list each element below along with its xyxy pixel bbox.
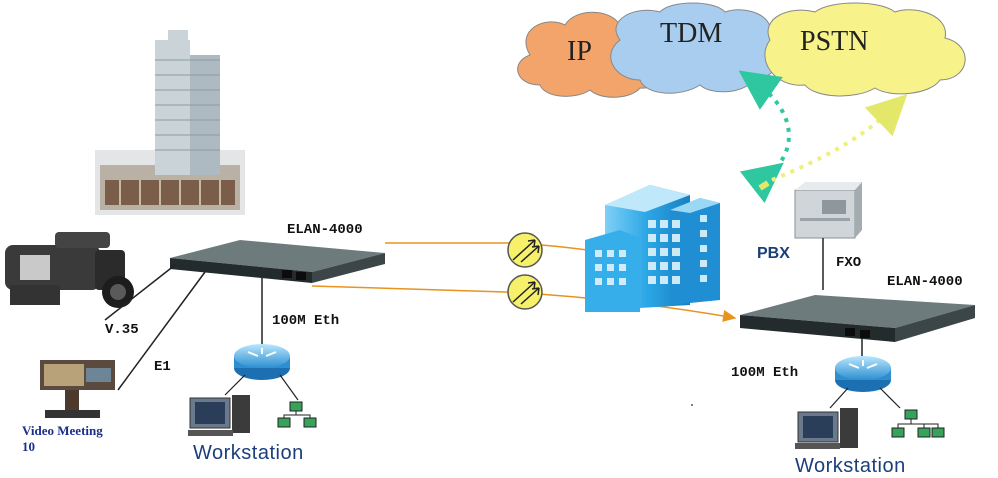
cloud-pstn-label: PSTN bbox=[800, 26, 869, 57]
eth-left-label: 100M Eth bbox=[272, 313, 340, 329]
office-building-icon bbox=[585, 185, 720, 312]
workstation-left-label: Workstation bbox=[193, 442, 304, 464]
elan-4000-right-device-icon bbox=[740, 295, 975, 342]
pbx-device-icon bbox=[794, 182, 862, 239]
pbx-label: PBX bbox=[757, 245, 790, 262]
video-meeting-label: Video Meeting bbox=[22, 423, 103, 438]
v35-link-line bbox=[104, 264, 176, 321]
apartment-building-image bbox=[95, 30, 245, 215]
workstation-right-label: Workstation bbox=[795, 455, 906, 477]
video-meeting-terminal-icon bbox=[40, 360, 115, 418]
elan-right-label: ELAN-4000 bbox=[887, 274, 963, 290]
dotted-link-pstn-start bbox=[758, 180, 770, 191]
router-right-links bbox=[829, 387, 901, 409]
video-camera-icon bbox=[5, 232, 134, 308]
elan-4000-left-device-icon bbox=[170, 240, 385, 283]
dotted-link-tdm bbox=[738, 70, 791, 204]
workstation-right-pc-icon bbox=[795, 408, 858, 449]
router-left-links bbox=[224, 374, 299, 401]
v35-label: V.35 bbox=[105, 322, 139, 338]
e1-link-line bbox=[117, 271, 206, 391]
eth-right-label: 100M Eth bbox=[731, 365, 799, 381]
cloud-pstn bbox=[764, 2, 966, 97]
workstation-left-pc-icon bbox=[188, 395, 250, 436]
cloud-ip-label: IP bbox=[567, 36, 592, 67]
video-meeting-number: 10 bbox=[22, 439, 35, 454]
fxo-label: FXO bbox=[836, 255, 862, 271]
signal-icon-upper bbox=[507, 232, 543, 268]
router-left-icon bbox=[234, 344, 290, 380]
e1-label: E1 bbox=[154, 359, 171, 375]
cloud-tdm-label: TDM bbox=[660, 18, 723, 49]
dotted-link-pstn bbox=[771, 94, 908, 182]
workstation-left-network-icon bbox=[277, 401, 317, 428]
stray-dot bbox=[691, 404, 693, 406]
router-right-icon bbox=[835, 356, 891, 392]
elan-left-label: ELAN-4000 bbox=[287, 222, 363, 238]
signal-icon-lower bbox=[507, 274, 543, 310]
workstation-right-network-icon bbox=[891, 409, 945, 438]
